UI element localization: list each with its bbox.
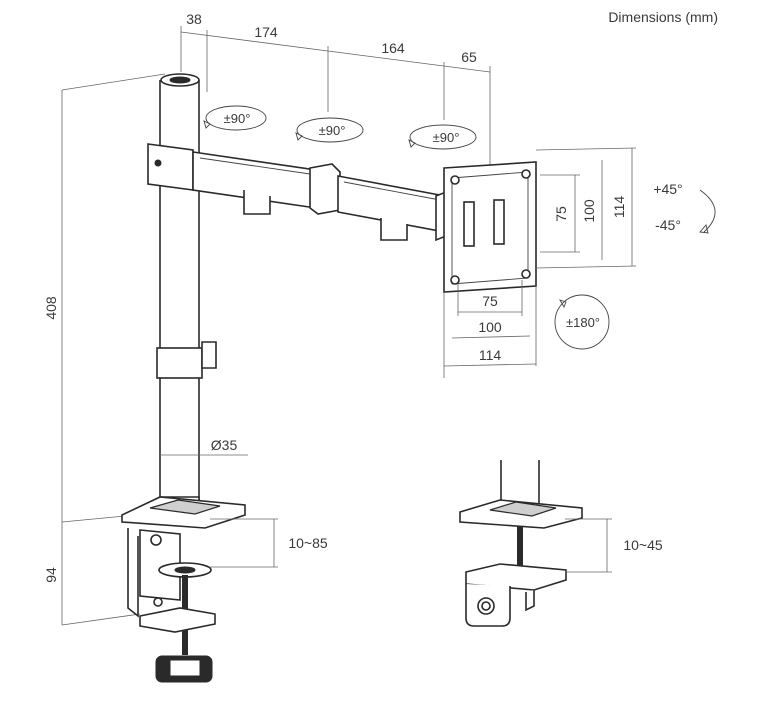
vesa-vertical-75: 75 (553, 206, 569, 222)
vesa-horizontal-75: 75 (482, 293, 498, 309)
arm (147, 143, 447, 242)
tilt-down-label: -45° (655, 217, 681, 233)
vesa-vertical-100: 100 (581, 199, 597, 223)
vesa-horizontal-100: 100 (478, 319, 502, 335)
swivel-badge: ±180° (554, 294, 610, 350)
diagram-title: Dimensions (mm) (608, 9, 718, 25)
vesa-horizontal-114: 114 (479, 347, 502, 363)
height-dimensions: 408 94 (43, 73, 166, 626)
tilt-up-label: +45° (653, 181, 682, 197)
dim-408: 408 (43, 296, 59, 320)
dim-94: 94 (43, 567, 59, 583)
rotation-badge-3: ±90° (408, 124, 477, 150)
dim-65: 65 (461, 49, 477, 65)
grommet-range-label: 10~85 (288, 535, 328, 551)
rotation-label-3: ±90° (433, 130, 460, 145)
dim-174: 174 (254, 24, 278, 40)
arm-length-dimensions: 38 174 164 65 (180, 11, 491, 168)
dim-38: 38 (186, 11, 202, 27)
desk-clamp-left: 10~85 (121, 496, 328, 683)
vesa-vertical-114: 114 (611, 196, 627, 219)
rotation-label-2: ±90° (319, 123, 346, 138)
pole-diameter-label: Ø35 (211, 437, 238, 453)
tilt-indicator: +45° -45° (653, 181, 716, 234)
rotation-badge-1: ±90° (203, 105, 267, 131)
vesa-plate: 75 100 114 75 100 114 (443, 147, 637, 378)
clamp-range-label: 10~45 (623, 537, 663, 553)
dim-164: 164 (381, 40, 405, 56)
swivel-label: ±180° (566, 315, 600, 330)
rotation-badge-2: ±90° (295, 117, 364, 143)
desk-clamp-right: 10~45 (459, 460, 663, 627)
pole: Ø35 (156, 73, 248, 505)
rotation-label-1: ±90° (224, 111, 251, 126)
